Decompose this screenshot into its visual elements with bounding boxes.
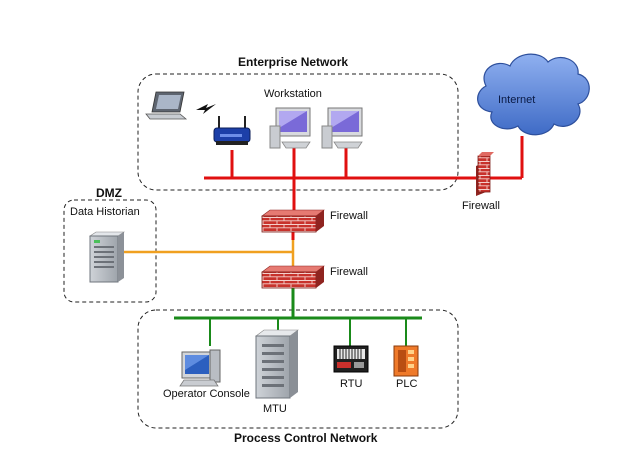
internet-cloud-icon — [477, 53, 590, 136]
data-historian-label: Data Historian — [70, 206, 140, 218]
mtu-label: MTU — [263, 403, 287, 415]
plc-icon — [393, 345, 419, 377]
control-drops — [209, 318, 407, 346]
wireless-signal-icon — [196, 104, 216, 114]
laptop-icon — [145, 91, 188, 120]
firewall-upper-label: Firewall — [330, 210, 368, 222]
rtu-icon — [333, 345, 369, 373]
operator-console-label: Operator Console — [163, 388, 250, 400]
rtu-label: RTU — [340, 378, 363, 390]
dmz-label: DMZ — [96, 186, 122, 200]
enterprise-bus — [204, 136, 524, 240]
firewall-icon-upper — [261, 209, 325, 233]
enterprise-network-label: Enterprise Network — [238, 55, 349, 69]
operator-console-icon — [179, 349, 221, 387]
dmz-link — [122, 240, 295, 270]
workstation-icon-2 — [321, 107, 363, 149]
mtu-server-icon — [255, 329, 299, 399]
firewall-lower-label: Firewall — [330, 266, 368, 278]
workstation-label: Workstation — [264, 88, 322, 100]
firewall-icon-lower — [261, 265, 325, 289]
process-control-zone — [137, 309, 459, 429]
wireless-router-icon — [213, 116, 251, 145]
server-icon — [89, 231, 125, 283]
workstation-icon-1 — [269, 107, 311, 149]
firewall-internet-label: Firewall — [462, 200, 500, 212]
control-bus — [174, 288, 422, 320]
firewall-icon-internet — [476, 152, 494, 196]
internet-label: Internet — [498, 94, 536, 106]
enterprise-zone — [137, 73, 459, 191]
process-control-network-label: Process Control Network — [234, 431, 378, 445]
plc-label: PLC — [396, 378, 418, 390]
